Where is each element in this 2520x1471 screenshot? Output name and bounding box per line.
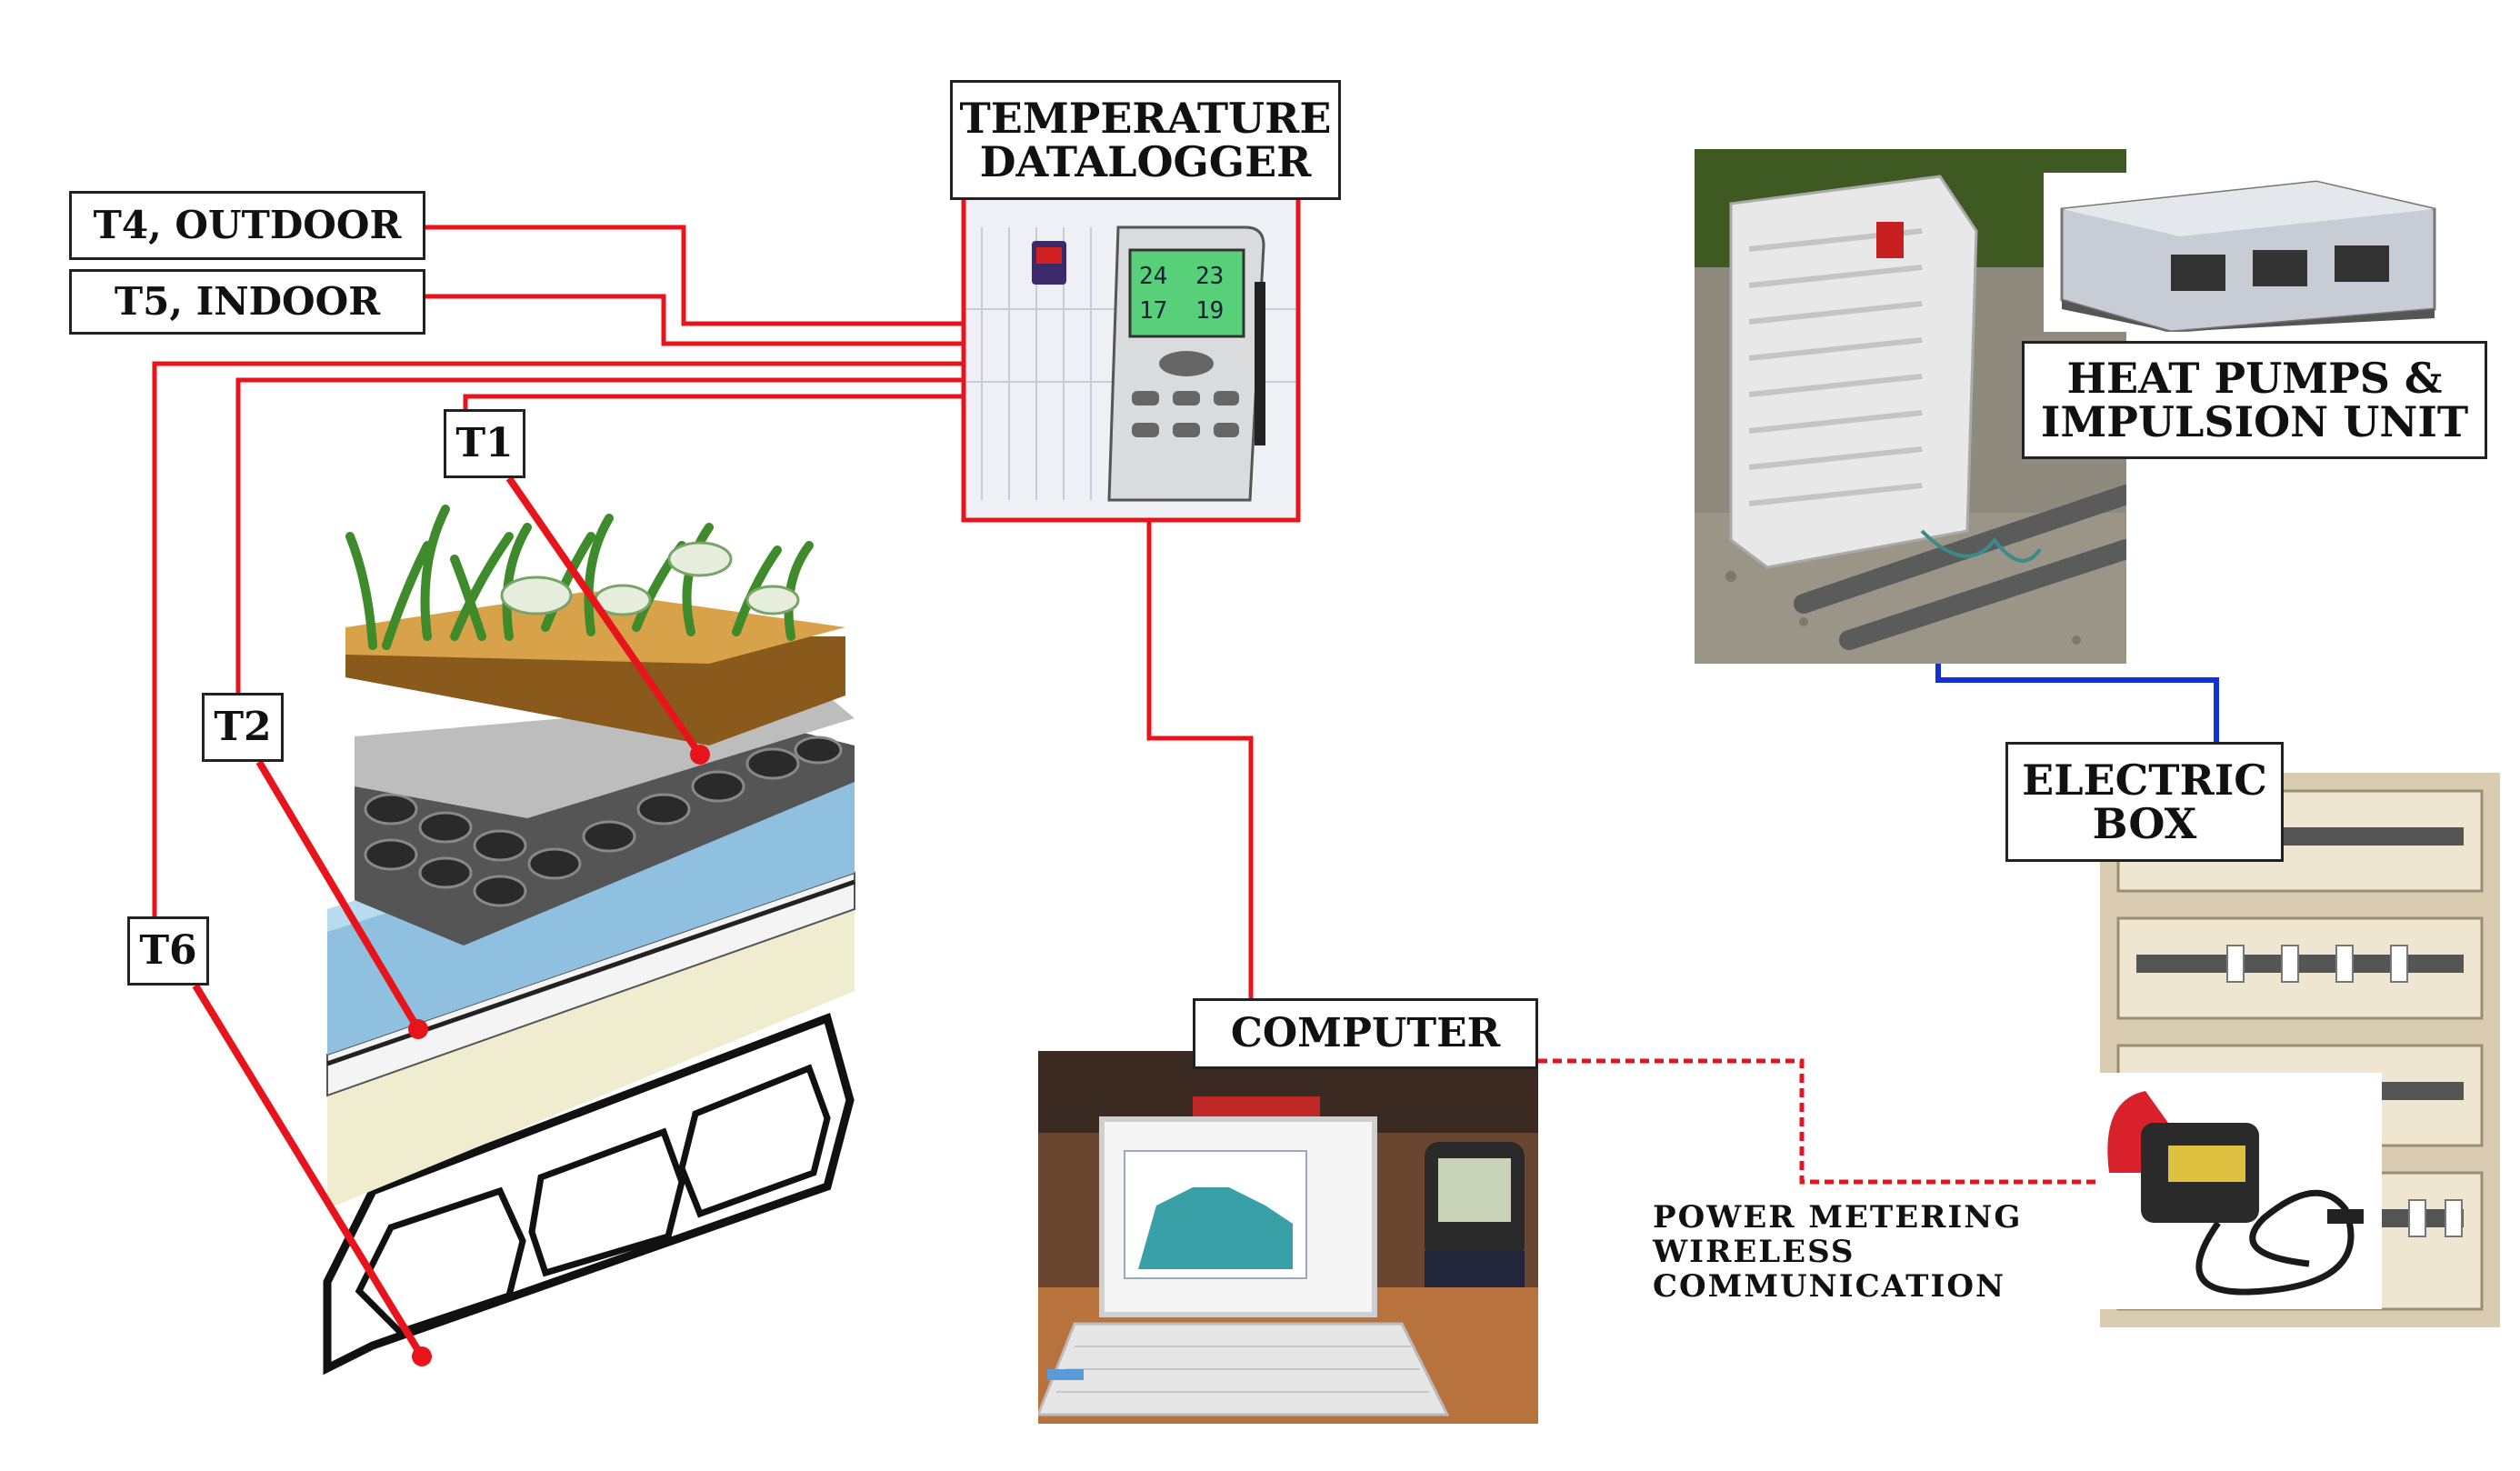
leaves xyxy=(500,541,800,616)
green-roof-section-illustration xyxy=(323,505,855,1376)
lcd-right-top: 23 xyxy=(1195,263,1224,290)
computer-label: COMPUTER xyxy=(1193,998,1538,1069)
t5-wire xyxy=(425,294,964,346)
t5-indoor-label: T5, INDOOR xyxy=(69,269,425,335)
t1-probe xyxy=(505,475,704,757)
electric-box-label: ELECTRIC BOX xyxy=(2005,742,2284,862)
datalogger-computer-wire xyxy=(1146,520,1254,998)
t6-sensor-point xyxy=(412,1346,432,1366)
t6-lead xyxy=(152,361,964,916)
outdoor-unit-body xyxy=(1729,175,1978,569)
t2-sensor-point xyxy=(408,1019,428,1039)
hollow-core-slab xyxy=(323,1013,855,1376)
t6-probe xyxy=(192,983,425,1359)
power-meter-clamp-photo xyxy=(2082,1073,2382,1309)
cream-layer xyxy=(327,900,855,1209)
impulsion-unit-photo xyxy=(2044,173,2444,332)
t1-sensor-label: T1 xyxy=(444,409,525,478)
datalogger-frame xyxy=(961,200,1301,523)
t1-lead xyxy=(463,394,964,409)
t2-lead xyxy=(235,377,964,693)
vegetation xyxy=(345,505,814,650)
t4-outdoor-label: T4, OUTDOOR xyxy=(69,191,425,260)
wireless-link xyxy=(1538,1058,2100,1185)
t1-sensor-point xyxy=(690,745,710,765)
lcd-right-bottom: 19 xyxy=(1195,297,1224,325)
power-metering-caption: POWER METERING WIRELESS COMMUNICATION xyxy=(1653,1199,2023,1306)
device-lcd xyxy=(1128,248,1245,338)
lcd-left-bottom: 17 xyxy=(1139,297,1167,325)
soil-substrate xyxy=(345,636,845,746)
t2-probe xyxy=(255,759,422,1032)
t4-wire xyxy=(425,225,964,326)
heat-pump-electric-box-wire xyxy=(1935,664,2219,742)
lcd-left-top: 24 xyxy=(1139,263,1167,290)
heat-pumps-label: HEAT PUMPS & IMPULSION UNIT xyxy=(2022,341,2487,459)
t2-sensor-label: T2 xyxy=(202,693,284,762)
t6-sensor-label: T6 xyxy=(127,916,209,986)
computer-photo xyxy=(1038,1051,1538,1424)
temperature-datalogger-label: TEMPERATURE DATALOGGER xyxy=(950,80,1341,200)
datalogger-photo: 24 17 23 19 xyxy=(964,200,1300,518)
